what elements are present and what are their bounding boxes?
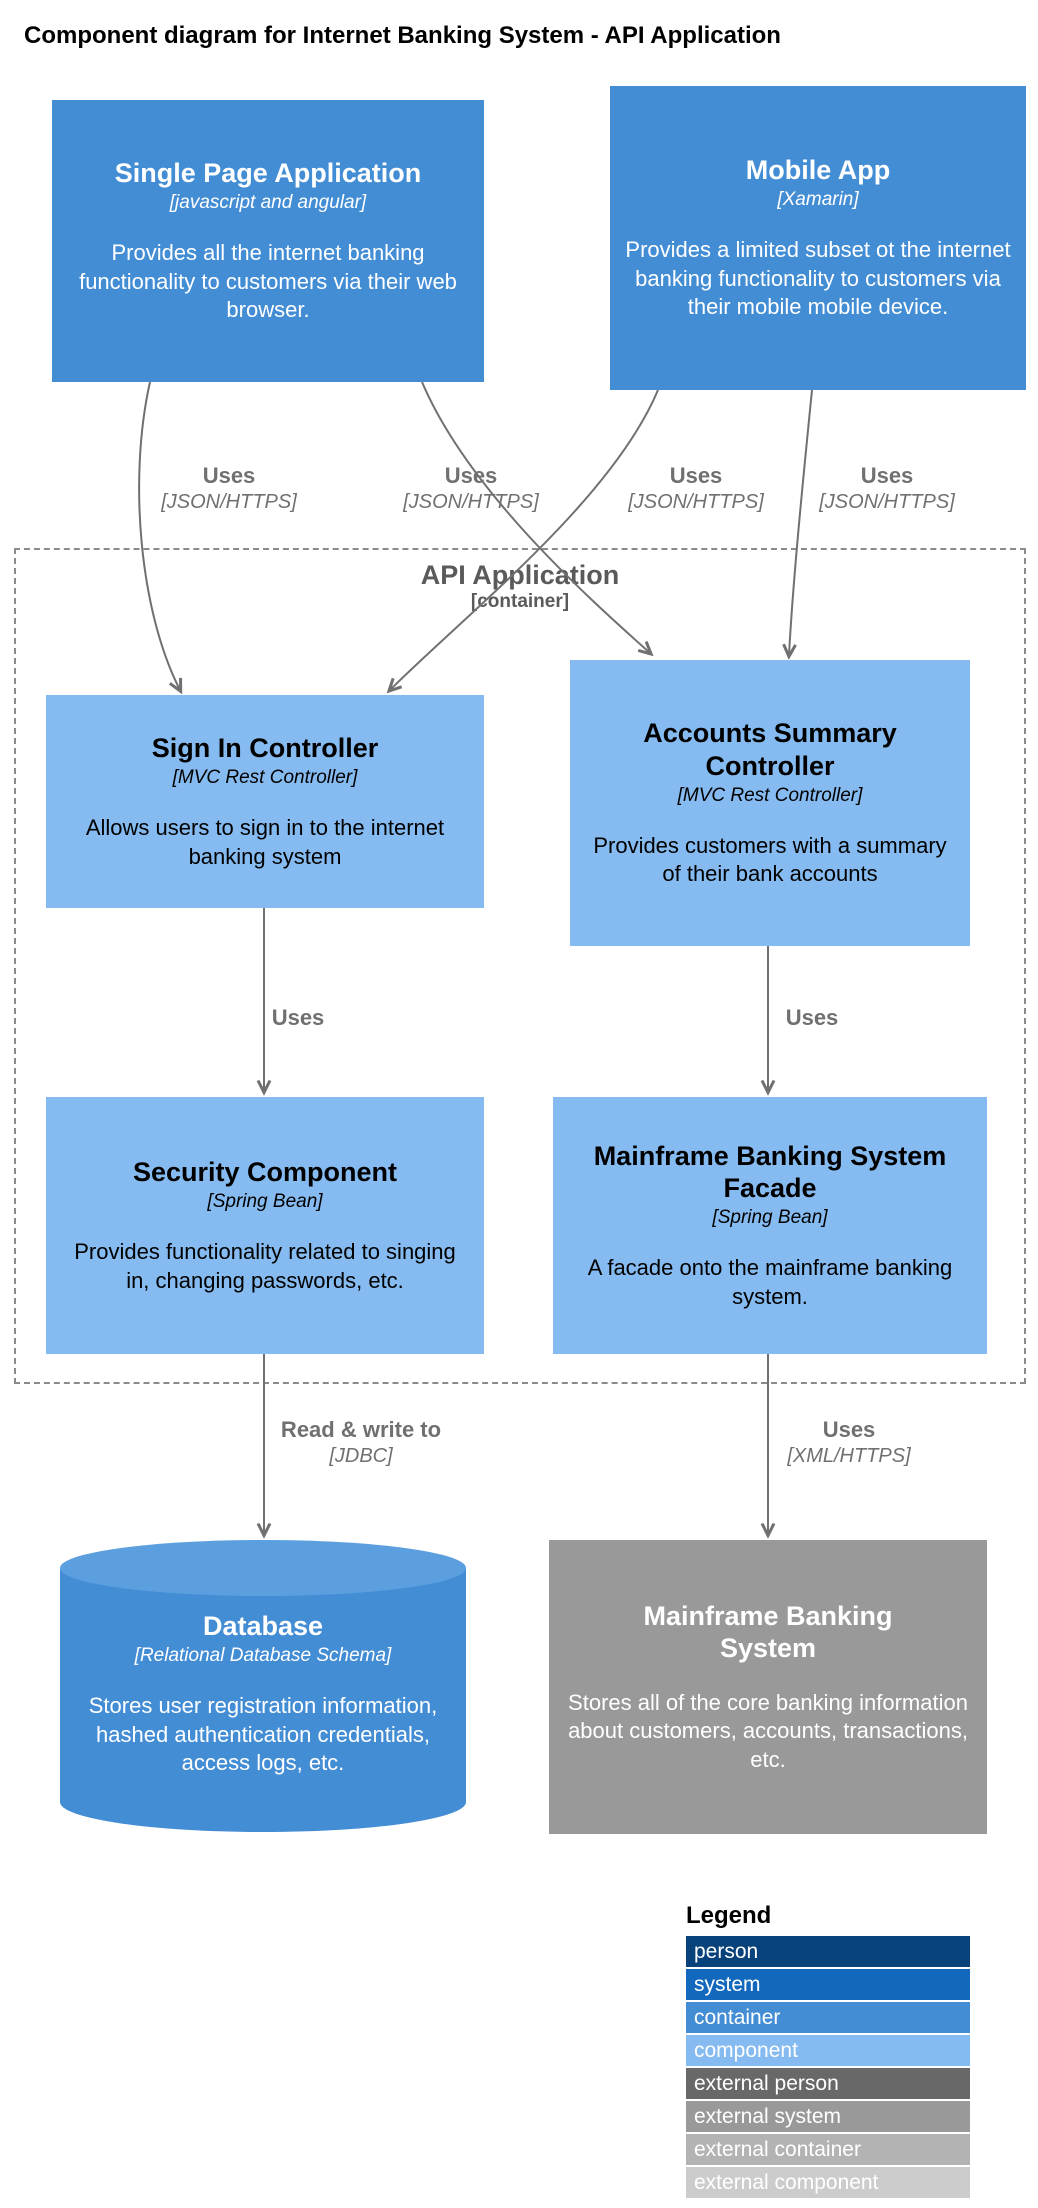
edge-label-signin-security: Uses [272,1004,325,1032]
node-title: Mainframe Banking System Facade [593,1140,947,1203]
legend-item-component: component [686,2035,970,2066]
edge-mobile-to-signin [390,389,659,690]
node-title: Mainframe Banking System [643,1600,893,1664]
api-application-boundary: API Application [container] [14,548,1026,1384]
accounts-summary-controller-node: Accounts Summary Controller [MVC Rest Co… [570,660,970,946]
node-description: Provides customers with a summary of the… [593,832,947,887]
security-component-node: Security Component [Spring Bean] Provide… [46,1097,484,1354]
edge-label-spa-signin: Uses [JSON/HTTPS] [161,462,297,515]
edge-label-tech: [JSON/HTTPS] [628,490,764,513]
node-technology: [Relational Database Schema] [134,1645,392,1667]
node-technology: [Xamarin] [777,189,859,211]
edge-spa-to-signin [138,381,180,690]
boundary-tech: [container] [470,591,570,612]
node-technology: [javascript and angular] [169,192,367,214]
node-technology: [MVC Rest Controller] [677,784,863,806]
diagram-title: Component diagram for Internet Banking S… [24,22,781,49]
legend-item-external-person: external person [686,2068,970,2099]
node-description: Stores user registration information, ha… [88,1693,438,1776]
edge-label-text: Uses [860,463,914,488]
node-title: Mobile App [745,155,891,186]
edge-label-text: Read & write to [280,1417,442,1442]
edge-label-text: Uses [822,1417,876,1442]
sign-in-controller-node: Sign In Controller [MVC Rest Controller]… [46,695,484,908]
edge-label-tech: [JSON/HTTPS] [161,490,297,513]
legend: Legend person system container component… [686,1902,970,2200]
edge-label-tech: [JDBC] [329,1444,393,1467]
node-technology: [Spring Bean] [712,1207,828,1229]
edge-label-text: Uses [202,463,256,488]
node-description: A facade onto the mainframe banking syst… [587,1255,953,1309]
node-title: Sign In Controller [151,732,379,763]
edge-mobile-to-accounts [789,389,813,655]
edge-label-tech: [JSON/HTTPS] [403,490,539,513]
legend-item-container: container [686,2002,970,2033]
edge-label-security-db: Read & write to [JDBC] [281,1416,441,1469]
legend-item-system: system [686,1969,970,2000]
node-title: Database [202,1611,324,1641]
node-title: Single Page Application [114,158,422,189]
node-description: Stores all of the core banking informati… [568,1689,968,1772]
mainframe-banking-system-facade-node: Mainframe Banking System Facade [Spring … [553,1097,987,1354]
edge-label-text: Uses [271,1005,325,1030]
node-title: Security Component [132,1156,398,1187]
database-cylinder-top [60,1540,466,1596]
node-description: Provides functionality related to singin… [74,1239,456,1293]
node-description: Provides all the internet banking functi… [79,240,457,323]
edge-label-mobile-accounts: Uses [JSON/HTTPS] [819,462,955,515]
edge-spa-to-accounts [421,381,650,653]
edge-label-accounts-facade: Uses [786,1004,839,1032]
node-technology: [MVC Rest Controller] [172,767,358,789]
edge-label-text: Uses [444,463,498,488]
mainframe-banking-system-node: Mainframe Banking System Stores all of t… [549,1540,987,1834]
legend-item-external-component: external component [686,2167,970,2198]
boundary-title: API Application [420,560,620,590]
edge-label-mobile-signin: Uses [JSON/HTTPS] [628,462,764,515]
node-title: Accounts Summary Controller [643,718,897,781]
edge-label-tech: [JSON/HTTPS] [819,490,955,513]
database-node: Database [Relational Database Schema] St… [60,1540,466,1832]
edge-label-facade-mainframe: Uses [XML/HTTPS] [787,1416,910,1469]
edge-label-spa-accounts: Uses [JSON/HTTPS] [403,462,539,515]
legend-item-external-container: external container [686,2134,970,2165]
edge-label-tech: [XML/HTTPS] [787,1444,911,1467]
edge-label-text: Uses [785,1005,839,1030]
legend-item-external-system: external system [686,2101,970,2132]
legend-item-person: person [686,1936,970,1967]
node-technology: [Spring Bean] [207,1191,323,1213]
legend-title: Legend [686,1902,772,1929]
node-description: Allows users to sign in to the internet … [85,815,445,869]
mobile-app-node: Mobile App [Xamarin] Provides a limited … [610,86,1026,390]
node-description: Provides a limited subset ot the interne… [625,237,1011,320]
single-page-application-node: Single Page Application [javascript and … [52,100,484,382]
edge-label-text: Uses [669,463,723,488]
